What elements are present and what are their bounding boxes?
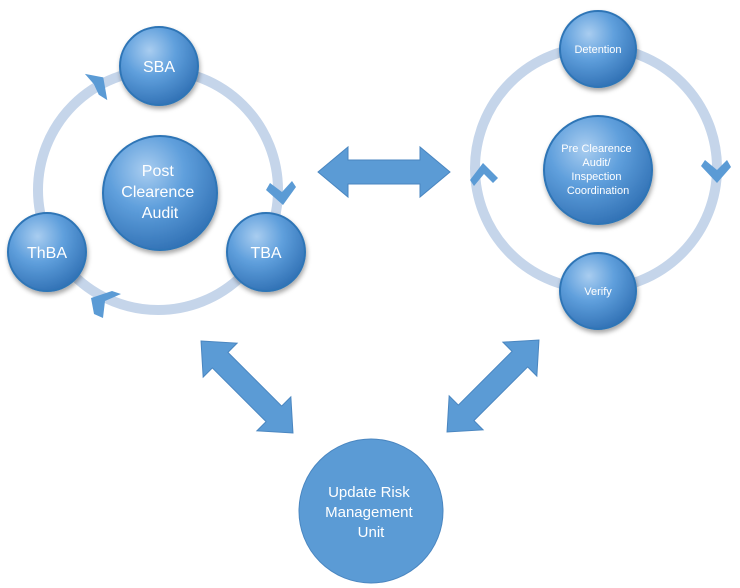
update-risk-line-3: Unit <box>358 524 386 541</box>
chevron-icon-left-side <box>470 163 498 186</box>
verify-node <box>559 252 637 330</box>
pre-clearence-line-4: Coordination <box>567 185 629 197</box>
update-risk-line-2: Management <box>325 504 413 521</box>
detention-label: Detention <box>574 44 621 56</box>
pre-clearence-line-1: Pre Clearence <box>561 143 631 155</box>
pre-clearence-line-2: Audit/ <box>582 157 611 169</box>
double-arrow-horizontal-icon <box>317 145 451 199</box>
post-clearence-audit-line-3: Audit <box>142 205 179 222</box>
detention-node <box>559 10 637 88</box>
sba-label: SBA <box>143 59 175 76</box>
pre-clearence-audit-node <box>543 115 653 225</box>
sba-node <box>119 26 199 106</box>
chevron-icon-left-bottom <box>91 291 121 318</box>
tba-node <box>226 212 306 292</box>
chevron-icon-left-top <box>84 73 108 101</box>
chevron-icon-right-side <box>701 160 731 183</box>
double-arrow-right-diagonal-icon <box>446 339 540 433</box>
thba-label: ThBA <box>27 245 67 262</box>
post-clearence-audit-node <box>102 135 218 251</box>
svg-text:Update Risk Management: Update Risk Management Unit <box>325 484 417 541</box>
chevron-icon-left-right <box>266 181 296 205</box>
svg-text:Post Clearence Audit: Post Clearence Audit <box>121 163 198 222</box>
update-risk-management-node <box>298 438 444 584</box>
double-arrow-left-diagonal-icon <box>200 340 294 434</box>
thba-node <box>7 212 87 292</box>
post-clearence-audit-line-2: Clearence <box>121 184 194 201</box>
update-risk-line-1: Update Risk <box>328 484 410 501</box>
verify-label: Verify <box>584 286 612 298</box>
tba-label: TBA <box>250 245 281 262</box>
svg-text:Pre Clearence Audit/ I: Pre Clearence Audit/ Inspection Coordina… <box>561 143 634 197</box>
pre-clearence-line-3: Inspection <box>571 171 621 183</box>
post-clearence-audit-line-1: Post <box>142 163 175 180</box>
